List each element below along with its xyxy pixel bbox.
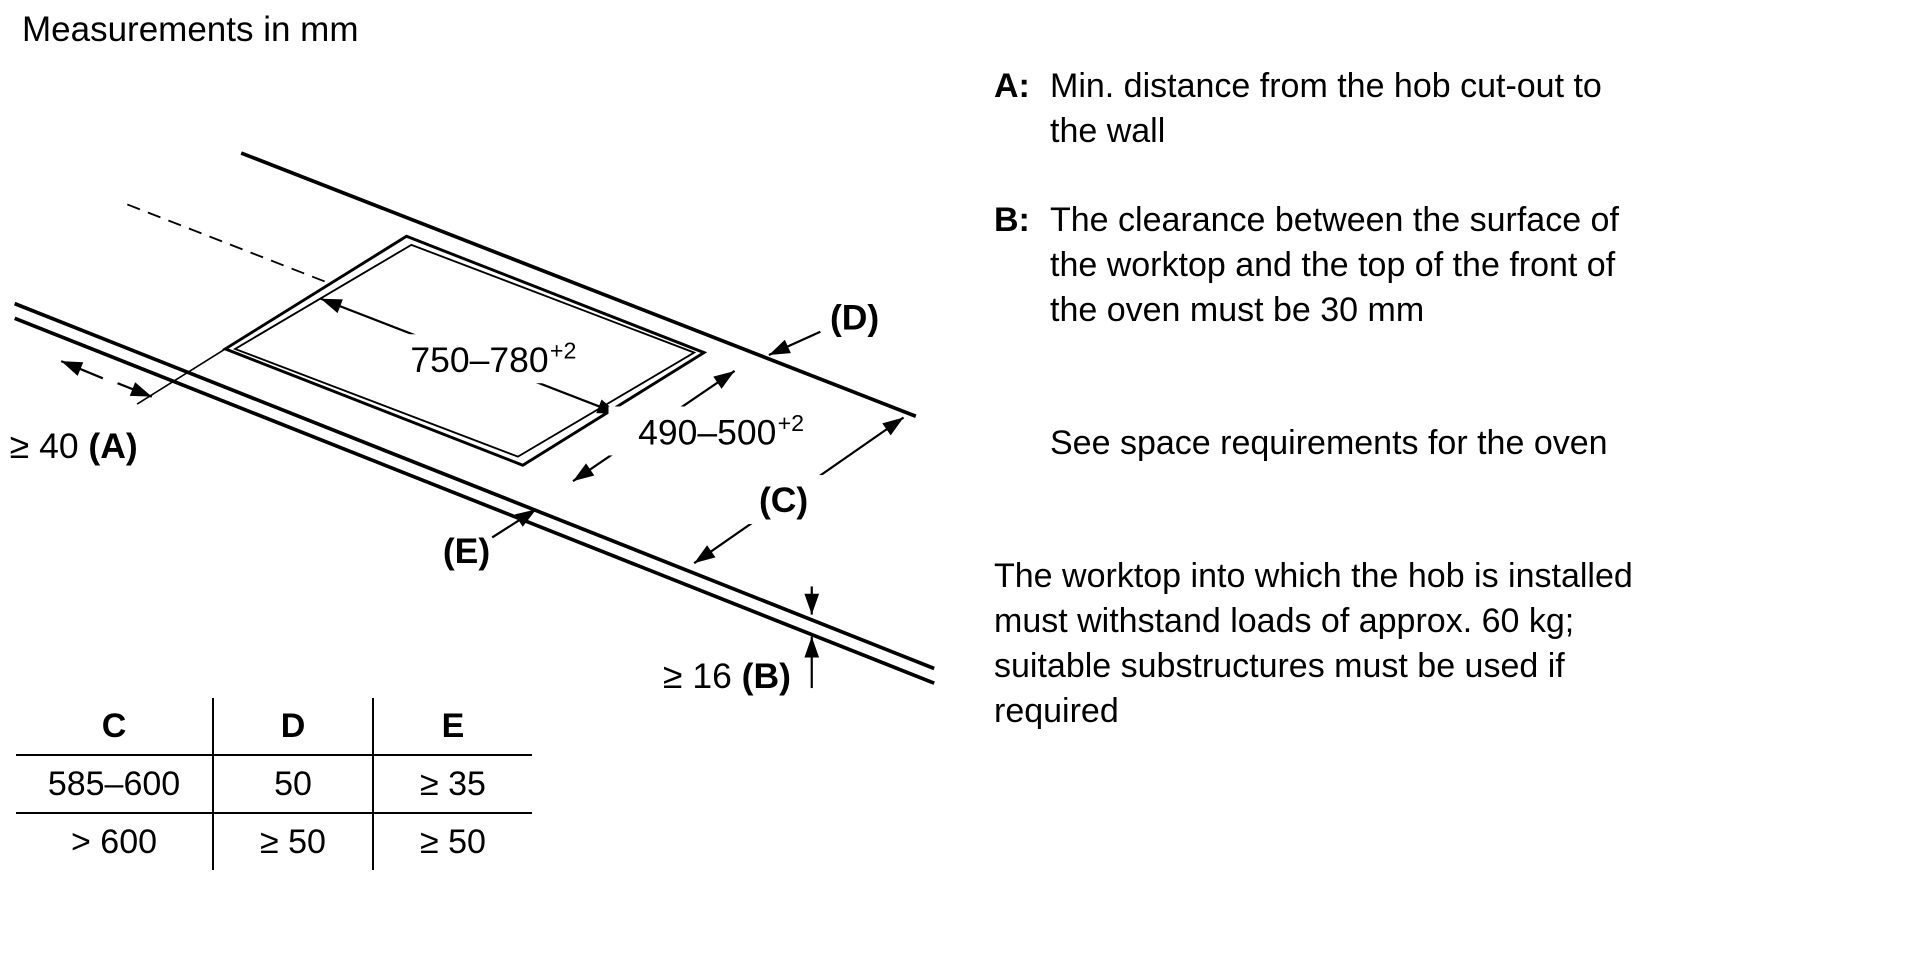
- dim-b-label: ≥ 16(B): [663, 656, 791, 696]
- dim-depth-sup: +2: [778, 410, 805, 436]
- cutout-side-extension-line: [136, 348, 226, 405]
- dim-a-value: ≥ 40: [10, 426, 79, 466]
- dim-a-label: ≥ 40(A): [10, 426, 138, 466]
- dim-a-letter: (A): [88, 426, 137, 466]
- dim-depth-label-bg: [608, 406, 834, 456]
- space-requirements-note: See space requirements for the oven: [1050, 424, 1608, 462]
- dim-width-value: 750–780: [410, 340, 548, 380]
- dim-d-label: (D): [830, 297, 879, 337]
- note-a: A: Min. distance from the hob cut-out to…: [994, 64, 1774, 154]
- table-header-row: C D E: [16, 698, 532, 756]
- cell-e2: ≥ 50: [420, 822, 486, 861]
- col-header-d: D: [213, 698, 374, 756]
- page-title: Measurements in mm: [22, 10, 359, 49]
- dim-width-sup: +2: [550, 338, 577, 364]
- dim-a-arrow-right: [117, 382, 153, 398]
- note-a-key: A:: [994, 67, 1030, 105]
- load-capacity-note: The worktop into which the hob is instal…: [994, 557, 1633, 730]
- clearance-table: C D E 585–600 50 ≥ 35 > 600 ≥ 50 ≥ 50: [16, 698, 532, 870]
- note-a-text: Min. distance from the hob cut-out to th…: [1050, 67, 1602, 150]
- note-b-key: B:: [994, 201, 1030, 239]
- col-header-e: E: [373, 698, 532, 756]
- worktop-back-edge: [240, 151, 917, 418]
- table-row: > 600 ≥ 50 ≥ 50: [16, 813, 532, 870]
- worktop-front-edge-bottom: [14, 316, 935, 685]
- dim-c-label: (C): [759, 480, 808, 520]
- dim-c-label-bg: [743, 475, 824, 525]
- col-header-c: C: [16, 698, 214, 756]
- cell-e1: ≥ 35: [373, 755, 532, 814]
- cell-c1: 585–600: [16, 755, 214, 814]
- dim-e-arrow: [491, 508, 537, 539]
- dim-d-arrow: [768, 330, 821, 357]
- note-b: B: The clearance between the surface of …: [994, 198, 1774, 333]
- note-b-text: The clearance between the surface of the…: [1050, 201, 1619, 329]
- installation-diagram: 750–780+2 490–500+2 (C) (D) (E) ≥ 16(B) …: [10, 151, 935, 696]
- worktop-front-edge-top: [14, 301, 935, 671]
- table-row: 585–600 50 ≥ 35: [16, 755, 532, 814]
- dim-width-label: 750–780+2: [410, 338, 576, 380]
- cell-c2: > 600: [16, 813, 214, 870]
- notes-column: A: Min. distance from the hob cut-out to…: [994, 64, 1774, 734]
- dim-depth-value: 490–500: [638, 412, 776, 452]
- cell-d2: ≥ 50: [213, 813, 374, 870]
- dim-depth-label: 490–500+2: [638, 410, 804, 452]
- dim-b-letter: (B): [742, 656, 791, 696]
- cell-d1: 50: [213, 755, 374, 814]
- min-distance-dashed-line: [126, 203, 329, 284]
- dim-width-label-bg: [382, 334, 608, 384]
- dim-b-value: ≥ 16: [663, 656, 732, 696]
- dim-a-arrow-left: [60, 360, 104, 380]
- dim-e-label: (E): [443, 531, 490, 571]
